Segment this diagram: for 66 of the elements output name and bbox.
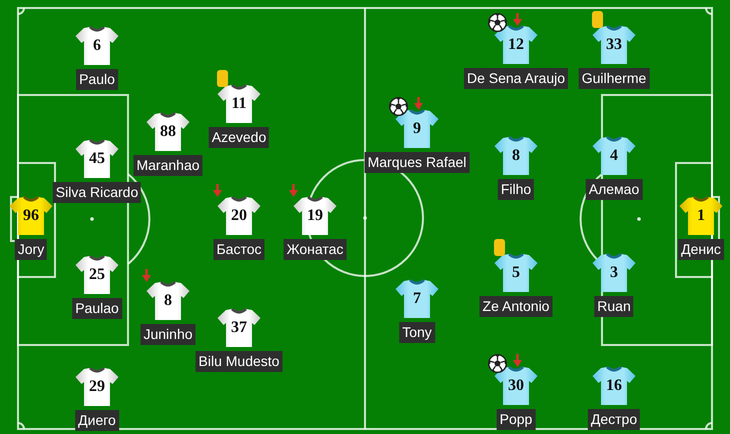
jersey-number: 3 [610,263,618,282]
player-jersey [75,254,119,294]
jersey-number: 29 [89,377,105,396]
player-jersey [494,252,538,292]
player-jersey [592,24,636,64]
player-name: Filho [498,179,534,200]
jersey-number: 7 [413,289,421,308]
player-name: Maranhao [133,155,203,176]
jersey-number: 45 [89,149,105,168]
jersey-number: 96 [23,206,39,225]
jersey-number: 8 [512,146,520,165]
player-name: Juninho [140,324,196,345]
player-name: Paulao [72,298,122,319]
player-name: Алемао [586,179,642,200]
player-name: Guilherme [578,68,650,89]
player-jersey [9,195,53,235]
player-name: Paulo [76,69,118,90]
player-jersey [395,278,439,318]
player-jersey [75,25,119,65]
player-jersey [146,280,190,320]
player-jersey [494,24,538,64]
player-jersey [679,195,723,235]
jersey-number: 19 [307,206,323,225]
player-jersey [217,195,261,235]
player-name: Jory [14,239,48,260]
player-name: Жонатас [284,239,346,260]
player-jersey [146,111,190,151]
jersey-number: 4 [610,146,618,165]
player-jersey [75,138,119,178]
player-jersey [494,135,538,175]
jersey-number: 6 [93,36,101,55]
jersey-number: 5 [512,263,520,282]
player-jersey [75,366,119,406]
jersey-number: 30 [508,376,524,395]
player-jersey [592,365,636,405]
player-jersey [293,195,337,235]
player-jersey [395,108,439,148]
jersey-number: 1 [697,206,705,225]
player-name: De Sena Araujo [464,68,568,89]
player-name: Silva Ricardo [52,182,142,203]
jersey-number: 16 [606,376,622,395]
player-jersey [217,307,261,347]
player-name: Ruan [594,296,634,317]
player-name: Tony [399,322,435,343]
player-name: Дестро [588,409,640,430]
player-name: Бастос [214,239,264,260]
player-jersey [217,83,261,123]
jersey-number: 20 [231,206,247,225]
player-jersey [592,252,636,292]
jersey-number: 88 [160,122,176,141]
player-name: Bilu Mudesto [196,351,282,372]
player-jersey [494,365,538,405]
jersey-number: 37 [231,318,247,337]
player-name: Денис [678,239,724,260]
jersey-number: 12 [508,35,524,54]
player-name: Azevedo [208,127,270,148]
player-name: Ze Antonio [480,296,552,317]
player-name: Marques Rafael [364,152,470,173]
jersey-number: 8 [164,291,172,310]
player-jersey [592,135,636,175]
jersey-number: 25 [89,265,105,284]
jersey-number: 11 [231,94,247,113]
jersey-number: 33 [606,35,622,54]
jersey-number: 9 [413,119,421,138]
player-name: Popp [496,409,536,430]
player-name: Диего [75,410,119,431]
